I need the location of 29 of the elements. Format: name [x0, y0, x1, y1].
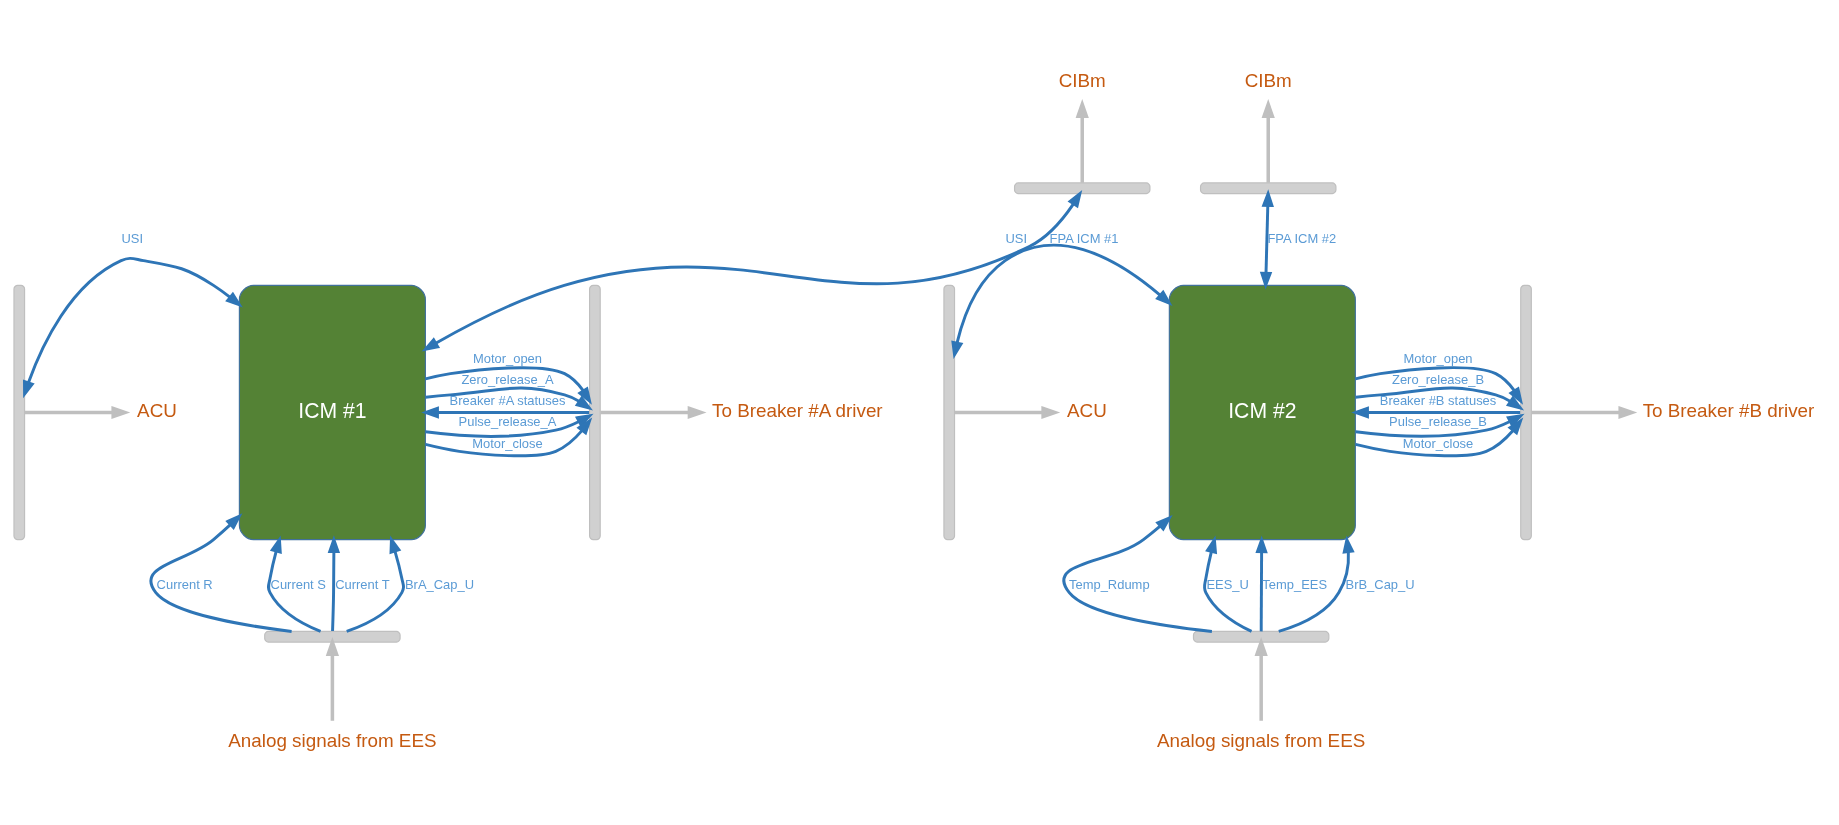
node-text: ACU	[137, 399, 177, 421]
node-text: CIBm	[1244, 70, 1292, 92]
node-text: Analog signals from EES	[1157, 729, 1366, 751]
edge-label: Temp_Rdump	[1069, 576, 1150, 592]
node-text: To Breaker #B driver	[1642, 399, 1815, 421]
edge-label: BrB_Cap_U	[1345, 576, 1415, 592]
node-text: Analog signals from EES	[228, 729, 437, 751]
edge-label: Current S	[270, 576, 326, 592]
edge-label: USI	[1005, 230, 1028, 246]
edge-label: USI	[121, 230, 144, 246]
edge-label: Breaker #B statuses	[1379, 393, 1497, 409]
edge-label: Current R	[156, 576, 213, 592]
node-text: CIBm	[1058, 70, 1106, 92]
edge-label: Current T	[335, 576, 390, 592]
node-text: ACU	[1067, 399, 1107, 421]
edge-label: EES_U	[1206, 576, 1249, 592]
edge-label: Motor_open	[1403, 350, 1473, 366]
edge-label: Motor_close	[1402, 435, 1474, 451]
edge-label: Motor_close	[472, 435, 543, 451]
edge-label: Breaker #A statuses	[449, 393, 566, 409]
edge-label: BrA_Cap_U	[404, 576, 475, 592]
edge-label: FPA ICM #2	[1267, 230, 1337, 246]
edge-label: Zero_release_A	[461, 372, 554, 388]
edge-label: Pulse_release_A	[458, 414, 557, 430]
edge-label: FPA ICM #1	[1049, 230, 1119, 246]
edge-label: Zero_release_B	[1392, 372, 1485, 388]
edge-label: Motor_open	[472, 350, 543, 366]
node-text: To Breaker #A driver	[712, 399, 883, 421]
edge-label: Pulse_release_B	[1389, 414, 1487, 430]
